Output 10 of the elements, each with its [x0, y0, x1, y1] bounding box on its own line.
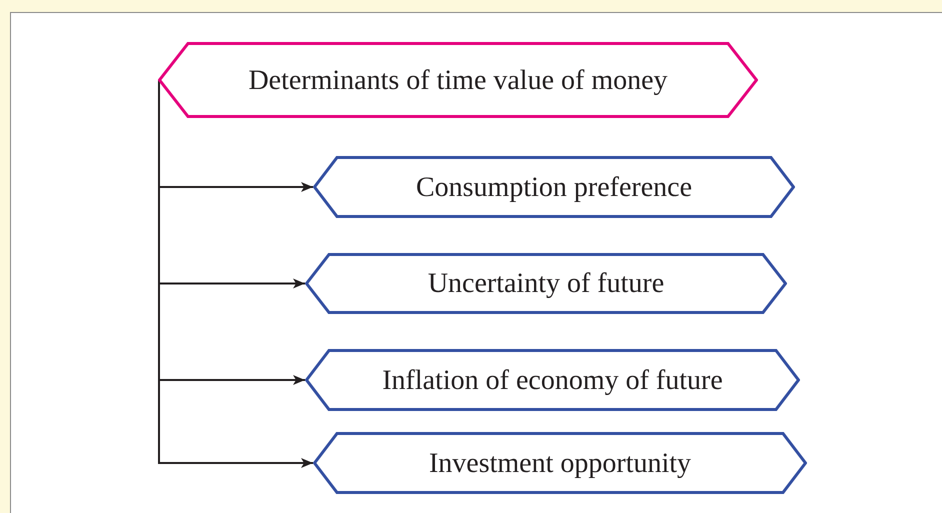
- hexagon-box: [313, 156, 795, 218]
- node-label: Determinants of time value of money: [248, 64, 668, 98]
- hexagon-box: [158, 42, 758, 118]
- node-label: Investment opportunity: [428, 446, 692, 480]
- hexagon-box: [305, 349, 800, 411]
- hexagon-box: [305, 253, 787, 314]
- node-label: Inflation of economy of future: [382, 364, 723, 398]
- node-label: Consumption preference: [416, 170, 692, 204]
- node-label: Uncertainty of future: [428, 267, 664, 301]
- hexagon-box: [313, 432, 807, 494]
